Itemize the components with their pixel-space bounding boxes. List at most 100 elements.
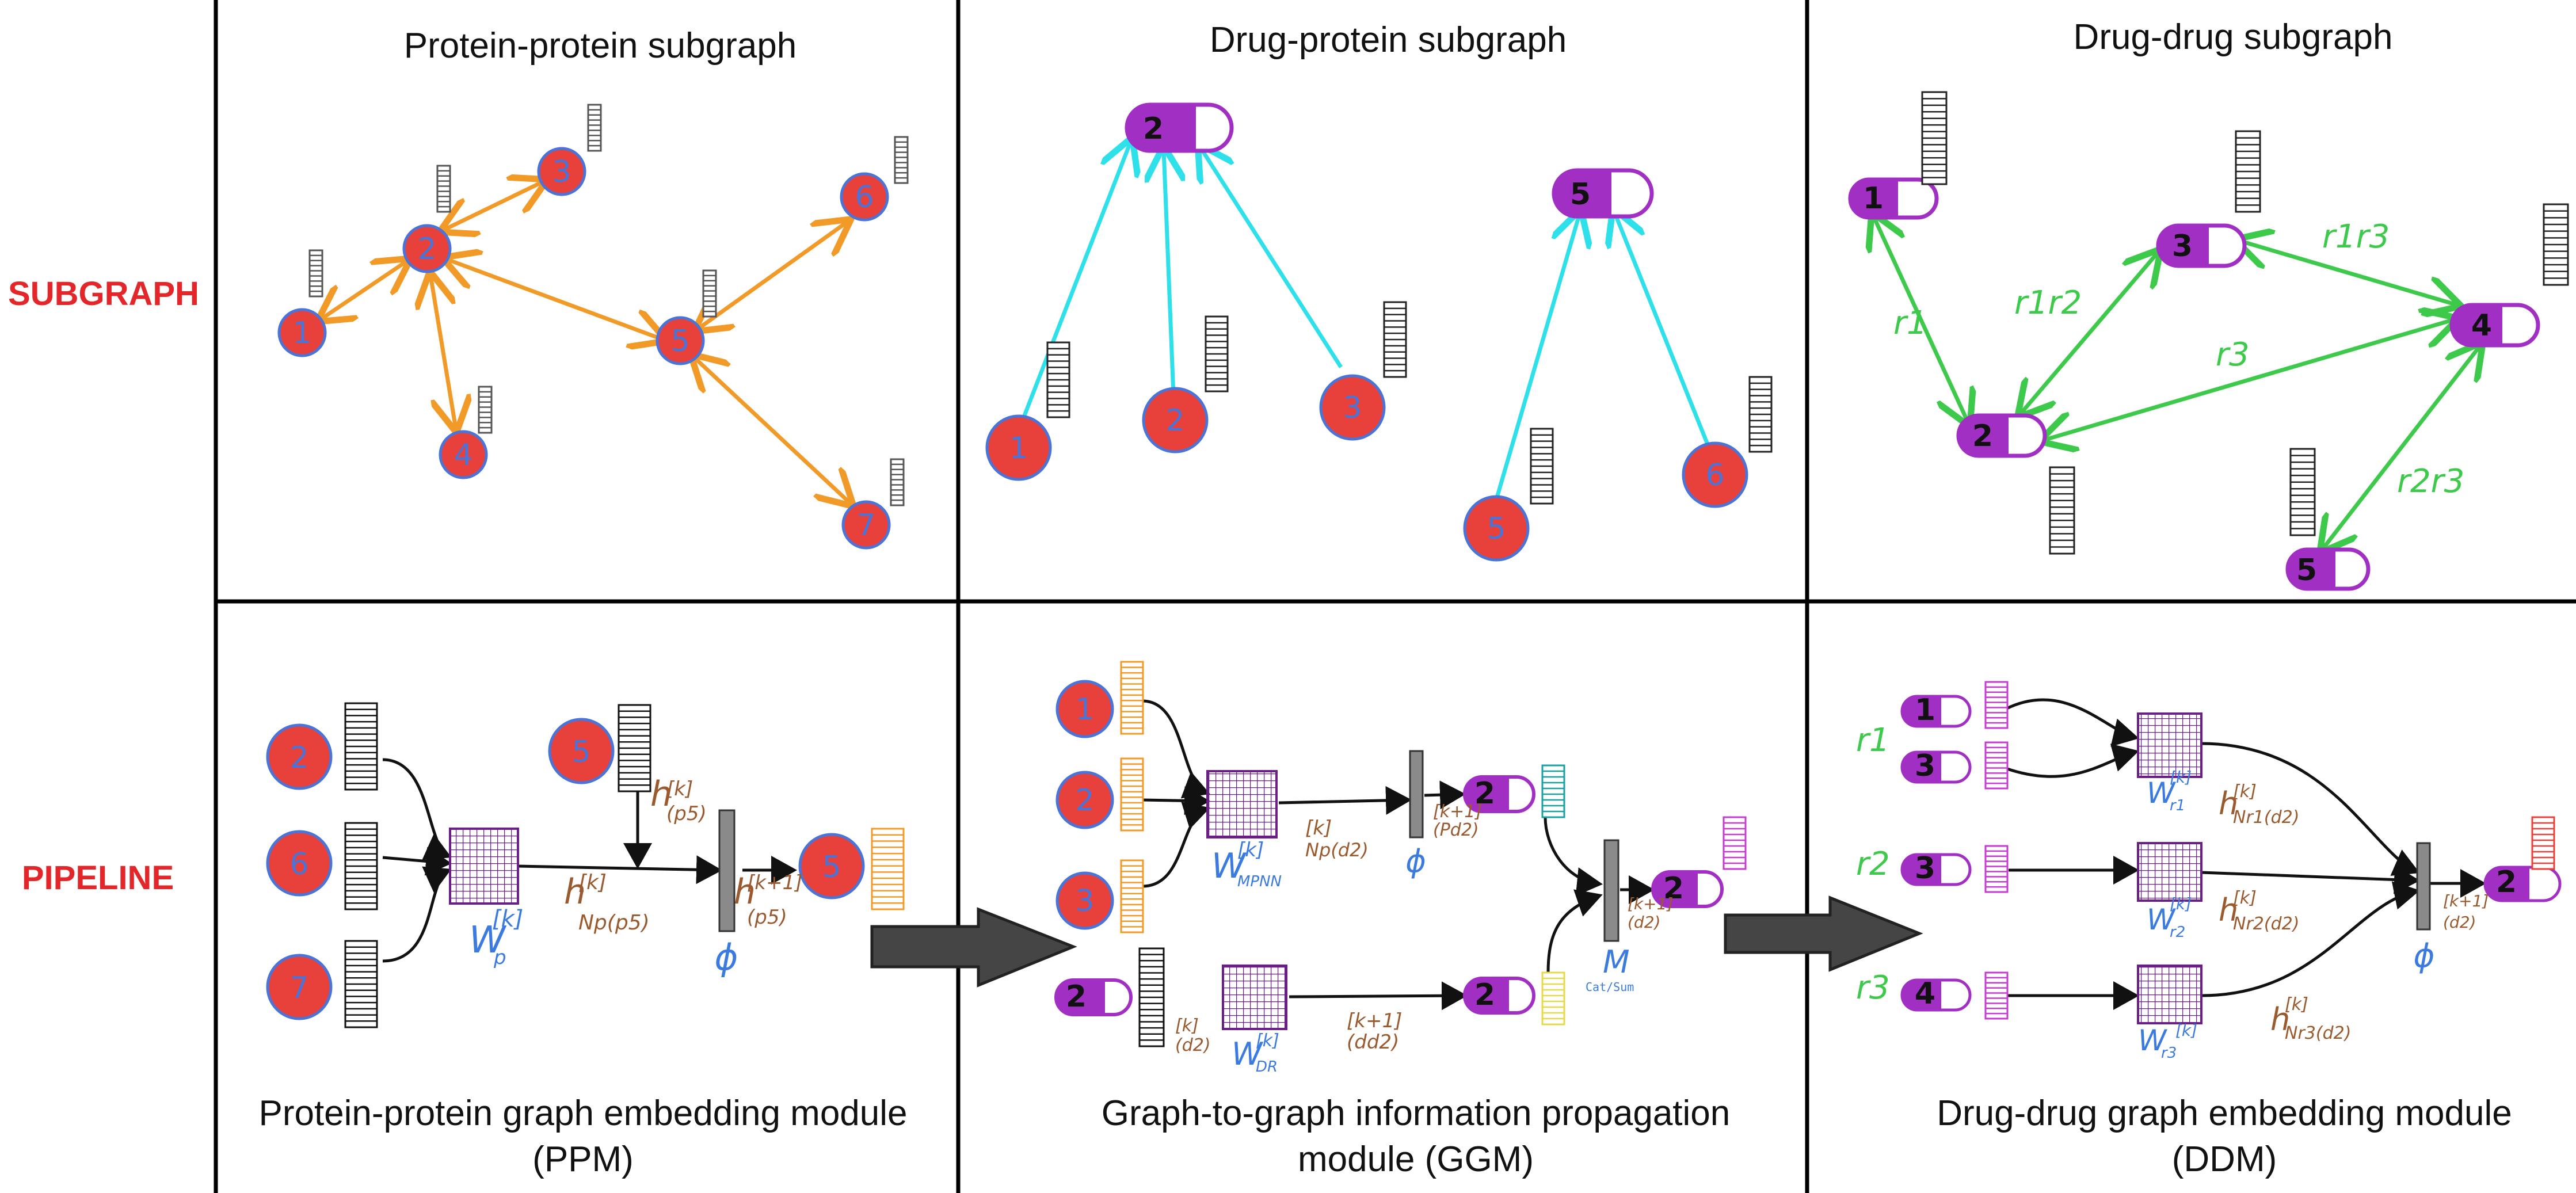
svg-text:2: 2: [1474, 776, 1495, 811]
drug-node-5: 5: [1552, 168, 1654, 219]
svg-text:h: h: [734, 872, 756, 912]
svg-text:4: 4: [1915, 977, 1935, 1011]
protein-node-2: 2: [402, 224, 452, 273]
edge-label-r1r2: r1r2: [2014, 284, 2082, 322]
svg-text:[k+1]: [k+1]: [1628, 894, 1673, 913]
svg-text:r1: r1: [2170, 797, 2185, 814]
feature-vector-icon: [1383, 301, 1407, 378]
ddm-drug-node-4: 4: [1900, 977, 1972, 1012]
ddm-nodes: 1 3 3 4 2: [1900, 693, 2562, 1024]
feature-vector-icon: [1120, 859, 1144, 933]
svg-text:5: 5: [1570, 177, 1591, 212]
drug-node-3: 3: [2156, 223, 2247, 268]
svg-text:6: 6: [855, 180, 874, 215]
feature-vector-icon: [2235, 130, 2261, 213]
ddm-edges: [2005, 698, 2486, 1010]
ggm-drug-node-mid2: 2: [1463, 977, 1535, 1015]
edge-label-r1: r1: [1893, 304, 1927, 342]
svg-text:[k]: [k]: [2175, 1021, 2197, 1040]
ggm-drug-node-mid: 2: [1463, 775, 1535, 813]
svg-text:r3: r3: [2161, 1045, 2177, 1062]
ggm-input-protein-3: 3: [1055, 871, 1114, 930]
svg-text:[k]: [k]: [2170, 768, 2192, 787]
svg-text:h: h: [2219, 786, 2238, 822]
feature-vector-icon: [478, 386, 493, 434]
ggm-input-protein-2: 2: [1055, 771, 1114, 829]
protein-node-6: 6: [1682, 441, 1748, 508]
pp-edges: [321, 181, 851, 504]
ppm-caption-line2: (PPM): [532, 1139, 634, 1179]
svg-text:Np(p5): Np(p5): [578, 911, 650, 935]
feature-vectors: [308, 91, 2569, 1047]
svg-text:2: 2: [1143, 112, 1164, 146]
feature-vector-icon: [1541, 971, 1565, 1026]
feature-vector-icon: [2049, 466, 2075, 555]
edge-label-r1r3: r1r3: [2322, 218, 2390, 256]
feature-vector-icon: [436, 165, 451, 213]
svg-text:h: h: [564, 872, 586, 912]
svg-text:MPNN: MPNN: [1237, 873, 1282, 890]
svg-text:1: 1: [1915, 693, 1935, 727]
ggm-labels: W MPNN [k] [k] Np(d2) [k+1] (Pd2) ϕ [k] …: [1175, 802, 1673, 1076]
dd-edges: [1873, 216, 2480, 550]
ddm-rel-r1: r1: [1856, 722, 1890, 759]
drug-node-2: 2: [1125, 102, 1234, 153]
feature-vector-icon: [871, 828, 905, 910]
svg-text:3: 3: [2172, 229, 2193, 264]
ddm-rel-r3: r3: [1856, 969, 1890, 1007]
svg-text:[k]: [k]: [1256, 1031, 1279, 1051]
drug-node-5: 5: [2285, 547, 2371, 591]
svg-text:5: 5: [822, 850, 841, 885]
svg-text:7: 7: [856, 508, 875, 543]
protein-node-2: 2: [1142, 387, 1209, 453]
ggm-edges: [1142, 699, 1655, 1011]
dd-subgraph-title: Drug-drug subgraph: [2074, 17, 2393, 57]
ppm-center-protein-5: 5: [548, 718, 615, 784]
ggm-dr-weight-matrix: [1222, 965, 1287, 1030]
dp-edges: [1019, 141, 1714, 500]
ddm-drug-node-3b: 3: [1900, 851, 1972, 886]
ddm-caption-line1: Drug-drug graph embedding module: [1937, 1093, 2512, 1133]
svg-text:3: 3: [1343, 391, 1362, 425]
panel-frame: [214, 0, 2576, 1193]
feature-vector-icon: [1541, 764, 1565, 818]
svg-text:W: W: [2147, 776, 2176, 810]
svg-text:[k]: [k]: [492, 906, 523, 932]
svg-text:2: 2: [1075, 783, 1094, 818]
feature-vector-icon: [894, 136, 909, 184]
svg-text:h: h: [2219, 892, 2238, 928]
ppm-edges: [382, 758, 797, 963]
feature-vector-icon: [1120, 661, 1144, 735]
svg-text:5: 5: [1487, 512, 1506, 546]
svg-text:1: 1: [1009, 431, 1028, 466]
svg-text:[k]: [k]: [1237, 838, 1264, 862]
svg-text:3: 3: [1915, 749, 1935, 783]
svg-text:[k+1]: [k+1]: [2443, 891, 2489, 910]
svg-text:3: 3: [552, 155, 571, 189]
feature-vector-icon: [1138, 947, 1165, 1047]
svg-text:(dd2): (dd2): [1347, 1031, 1399, 1054]
protein-node-3: 3: [537, 147, 586, 196]
ggm-input-protein-1: 1: [1055, 680, 1114, 738]
svg-text:M: M: [1603, 944, 1630, 980]
dp-subgraph-title: Drug-protein subgraph: [1210, 20, 1567, 60]
feature-vector-icon: [1984, 971, 2009, 1020]
svg-text:[k]: [k]: [2233, 782, 2257, 802]
svg-text:5: 5: [2296, 553, 2317, 588]
svg-text:2: 2: [1066, 979, 1087, 1014]
feature-vector-icon: [344, 822, 378, 910]
ddm-drug-node-3a: 3: [1900, 749, 1972, 784]
ggm-mpnn-weight-matrix: [1206, 770, 1278, 838]
ddm-caption-line2: (DDM): [2172, 1139, 2277, 1179]
transition-arrow-1: [870, 907, 1077, 988]
svg-text:2: 2: [1474, 978, 1495, 1012]
feature-vector-icon: [1530, 428, 1554, 505]
feature-vector-icon: [1723, 816, 1747, 870]
ppm-caption-line1: Protein-protein graph embedding module: [258, 1093, 907, 1133]
feature-vector-icon: [344, 940, 378, 1028]
svg-text:7: 7: [289, 971, 308, 1005]
ppm-input-protein-6: 6: [266, 830, 333, 897]
svg-text:(Pd2): (Pd2): [1433, 820, 1479, 840]
svg-text:3: 3: [1915, 851, 1935, 886]
